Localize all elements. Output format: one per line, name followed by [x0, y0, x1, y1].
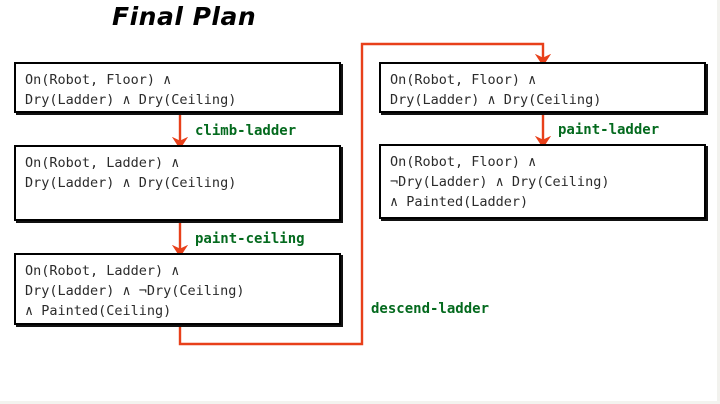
state-line: On(Robot, Floor) ∧ — [390, 72, 537, 88]
page-edge-right — [717, 0, 720, 404]
page-edge-bottom — [0, 401, 720, 404]
state-line: On(Robot, Ladder) ∧ — [25, 155, 180, 171]
operator-label-paint-ladder: paint-ladder — [558, 122, 660, 138]
operator-label-paint-ceiling: paint-ceiling — [195, 231, 305, 247]
state-box-after-paint-ceiling: On(Robot, Ladder) ∧ Dry(Ladder) ∧ ¬Dry(C… — [14, 253, 341, 325]
state-line: On(Robot, Floor) ∧ — [25, 72, 172, 88]
state-box-after-descend-ladder: On(Robot, Floor) ∧ Dry(Ladder) ∧ Dry(Cei… — [379, 62, 706, 113]
state-line: Dry(Ladder) ∧ Dry(Ceiling) — [390, 92, 602, 108]
state-line: Dry(Ladder) ∧ ¬Dry(Ceiling) — [25, 283, 245, 299]
state-line: On(Robot, Ladder) ∧ — [25, 263, 180, 279]
state-box-goal: On(Robot, Floor) ∧ ¬Dry(Ladder) ∧ Dry(Ce… — [379, 144, 706, 219]
operator-label-descend-ladder: descend-ladder — [371, 301, 490, 317]
state-line: Dry(Ladder) ∧ Dry(Ceiling) — [25, 92, 237, 108]
state-box-after-climb-ladder: On(Robot, Ladder) ∧ Dry(Ladder) ∧ Dry(Ce… — [14, 145, 341, 221]
state-line: ¬Dry(Ladder) ∧ Dry(Ceiling) — [390, 174, 610, 190]
operator-label-climb-ladder: climb-ladder — [195, 123, 297, 139]
page-title: Final Plan — [112, 2, 257, 31]
state-line: Dry(Ladder) ∧ Dry(Ceiling) — [25, 175, 237, 191]
state-line: ∧ Painted(Ceiling) — [25, 303, 172, 319]
state-line: On(Robot, Floor) ∧ — [390, 154, 537, 170]
state-box-initial: On(Robot, Floor) ∧ Dry(Ladder) ∧ Dry(Cei… — [14, 62, 341, 113]
state-line: ∧ Painted(Ladder) — [390, 194, 529, 210]
